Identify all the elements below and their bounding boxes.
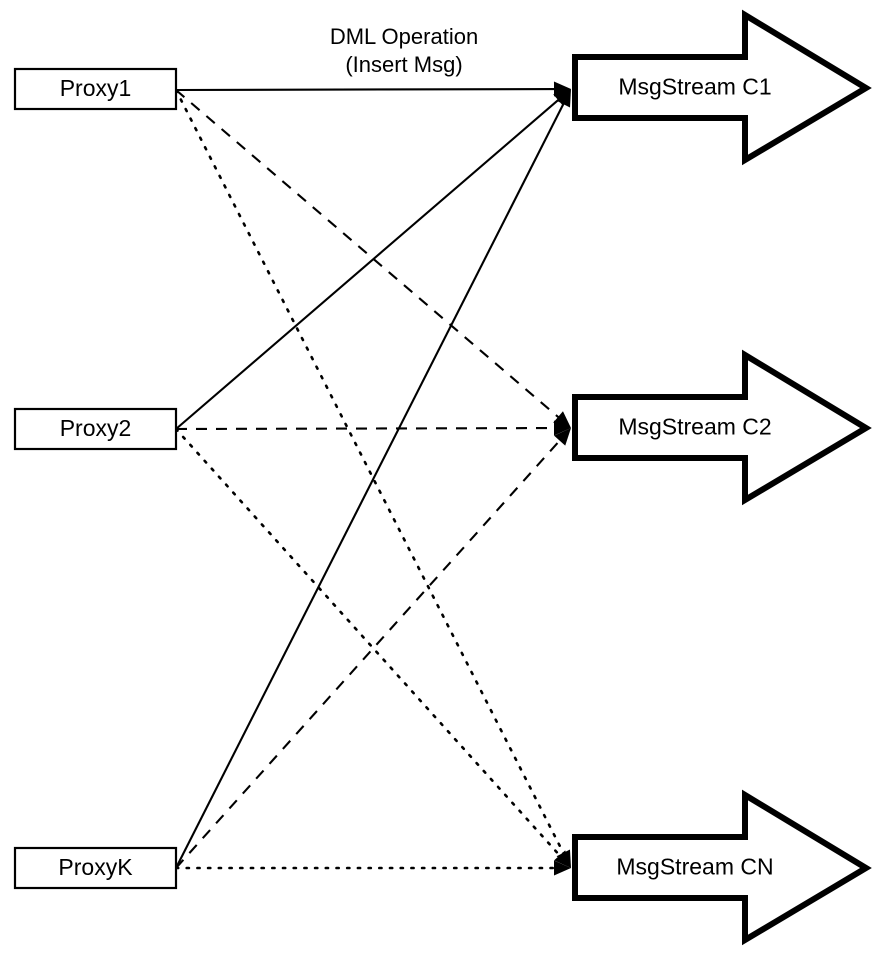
node-stream_c2[interactable]: MsgStream C2	[572, 349, 872, 506]
node-proxyK[interactable]: ProxyK	[13, 846, 178, 890]
edge-proxy1-cn-line	[174, 88, 566, 856]
edge-caption-dml: DML Operation (Insert Msg)	[330, 24, 478, 77]
proxy1-label: Proxy1	[60, 75, 132, 101]
edge-proxy1-c1-arrowhead-icon	[553, 81, 571, 97]
streams-layer: MsgStream C1 MsgStream C2 MsgStream CN	[572, 9, 872, 946]
edge-proxyK-c2-arrowhead-icon	[554, 428, 571, 446]
edge-proxy1-c1-line	[175, 87, 556, 92]
stream_cn-label: MsgStream CN	[616, 854, 773, 880]
node-stream_cn[interactable]: MsgStream CN	[572, 789, 872, 946]
edge-proxy1-c2-line	[175, 89, 560, 419]
edge-caption-line2: (Insert Msg)	[345, 52, 462, 77]
node-proxy2[interactable]: Proxy2	[13, 407, 178, 451]
proxy2-box	[13, 407, 178, 451]
edge-proxyK-c2-line	[175, 439, 562, 869]
edge-proxy1-c1[interactable]	[175, 81, 571, 97]
node-proxy1[interactable]: Proxy1	[13, 67, 178, 111]
proxyK-box	[13, 846, 178, 890]
stream_c2-block-arrow-icon	[572, 349, 872, 506]
edges-layer	[174, 81, 571, 876]
stream_c1-label: MsgStream C1	[618, 74, 771, 100]
edge-proxy2-cn[interactable]	[174, 427, 571, 868]
edge-proxy2-cn-arrowhead-icon	[554, 850, 571, 868]
edge-proxyK-c1-arrowhead-icon	[556, 89, 571, 108]
edge-proxy2-c2[interactable]	[175, 420, 571, 436]
edge-proxyK-c2[interactable]	[175, 428, 571, 869]
edge-proxy2-c1-line	[175, 98, 560, 430]
edge-proxyK-c1[interactable]	[175, 89, 571, 869]
edge-proxyK-c1-line	[175, 102, 565, 869]
stream_c1-block-arrow-icon	[572, 9, 872, 166]
edge-caption-line1: DML Operation	[330, 24, 478, 49]
stream_cn-block-arrow-icon	[572, 789, 872, 946]
proxy2-label: Proxy2	[60, 415, 132, 441]
edge-proxyK-cn-arrowhead-icon	[554, 860, 571, 876]
edge-proxy2-c2-arrowhead-icon	[553, 420, 571, 436]
proxyK-label: ProxyK	[58, 854, 133, 880]
edge-proxy2-c2-line	[175, 426, 556, 431]
node-stream_c1[interactable]: MsgStream C1	[572, 9, 872, 166]
stream_c2-label: MsgStream C2	[618, 414, 771, 440]
proxy1-box	[13, 67, 178, 111]
edge-proxy2-cn-line	[174, 427, 562, 858]
edge-proxyK-cn[interactable]	[174, 860, 571, 876]
